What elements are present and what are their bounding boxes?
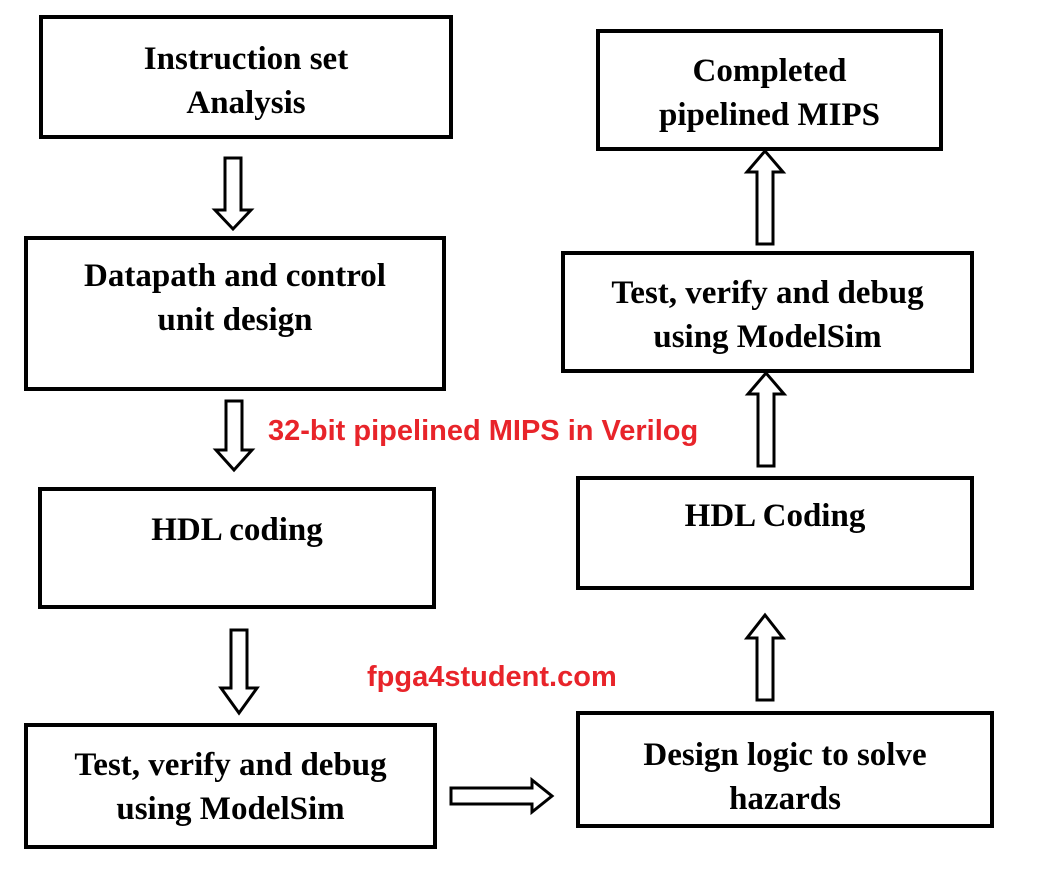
arrow-up-icon [743, 612, 787, 702]
step-label-line: Test, verify and debug [611, 275, 924, 311]
step-label-line: Datapath and control [84, 258, 386, 294]
arrow-up-icon [743, 148, 787, 246]
step-completed-mips: Completed pipelined MIPS [596, 29, 943, 151]
diagram-title: 32-bit pipelined MIPS in Verilog [268, 415, 699, 447]
arrow-up-icon [744, 370, 788, 468]
step-label-line: Analysis [186, 85, 306, 121]
step-hdl-coding-left: HDL coding [38, 487, 436, 609]
arrow-right-icon [449, 776, 555, 816]
step-label-line: Completed [692, 53, 847, 89]
step-label-line: using ModelSim [653, 319, 882, 355]
step-label-line: HDL coding [151, 512, 323, 548]
step-label-line: Design logic to solve [643, 737, 927, 773]
step-test-verify-right: Test, verify and debug using ModelSim [561, 251, 974, 373]
step-label-line: pipelined MIPS [659, 97, 880, 133]
step-instruction-set-analysis: Instruction set Analysis [39, 15, 453, 139]
arrow-down-icon [211, 156, 255, 232]
arrow-down-icon [212, 399, 256, 473]
step-label-line: Test, verify and debug [74, 747, 387, 783]
step-hdl-coding-right: HDL Coding [576, 476, 974, 590]
step-design-hazard-logic: Design logic to solve hazards [576, 711, 994, 828]
watermark: fpga4student.com [367, 661, 617, 693]
step-test-verify-left: Test, verify and debug using ModelSim [24, 723, 437, 849]
step-label-line: using ModelSim [116, 791, 345, 827]
arrow-down-icon [218, 628, 260, 716]
step-label-line: unit design [157, 302, 313, 338]
step-label-line: hazards [729, 781, 841, 817]
step-label-line: HDL Coding [684, 498, 866, 534]
step-label-line: Instruction set [143, 41, 349, 77]
step-datapath-control-design: Datapath and control unit design [24, 236, 446, 391]
